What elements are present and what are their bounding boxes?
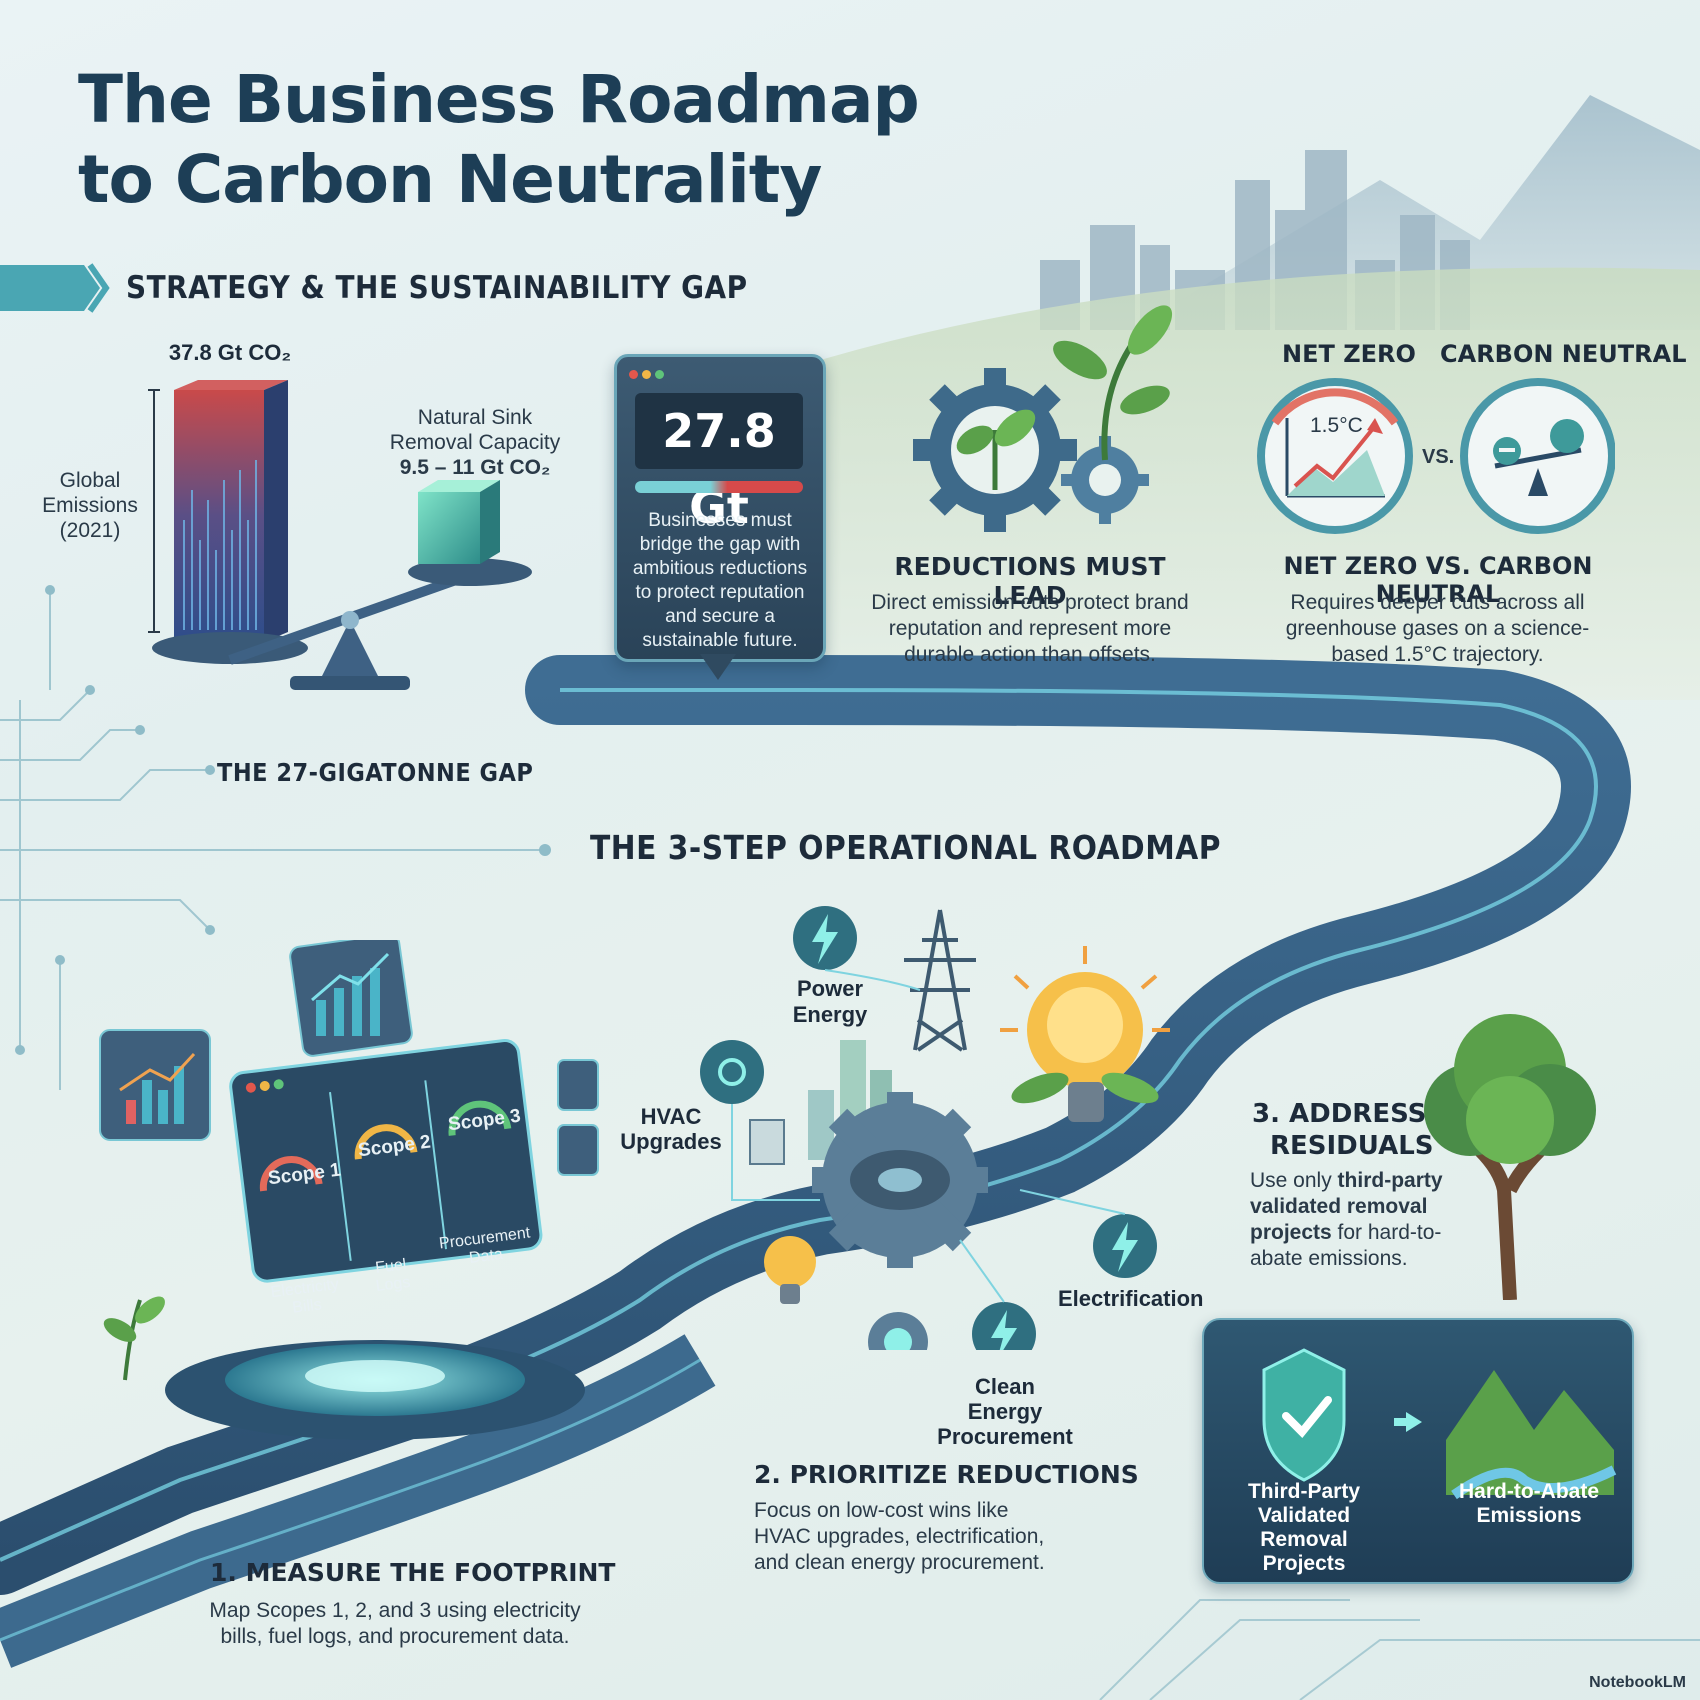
gap-callout-card: 27.8 Gt Businesses must bridge the gap w… [614, 354, 826, 662]
global-label-line-1: Global [59, 469, 121, 492]
step3-heading-line-1: 3. ADDRESS [1252, 1099, 1427, 1129]
reductions-body: Direct emission cuts protect brand reput… [871, 591, 1189, 666]
step3-body-end: for hard-to-abate emissions. [1250, 1221, 1442, 1270]
step3-heading: 3. ADDRESS RESIDUALS [1252, 1098, 1434, 1162]
step3-body: Use only third-party validated removal p… [1250, 1168, 1445, 1272]
step1-body: Map Scopes 1, 2, and 3 using electricity… [209, 1599, 581, 1648]
carbon-neutral-label: CARBON NEUTRAL [1440, 340, 1687, 368]
step3-body-bold: third-party validated removal projects [1250, 1169, 1443, 1244]
window-dots [629, 366, 668, 384]
callout-text: Businesses must bridge the gap with ambi… [632, 510, 808, 651]
netzero-heading: NET ZERO VS. CARBON NEUTRAL [1283, 552, 1593, 608]
electrification-label: Electrification [1058, 1286, 1204, 1311]
measure-dashboard-illustration [99, 940, 599, 1440]
global-emissions-value: 37.8 Gt CO₂ [168, 340, 292, 365]
gap-label: THE 27-GIGATONNE GAP [217, 758, 534, 787]
natural-sink-label: Natural Sink Removal Capacity 9.5 – 11 G… [380, 405, 570, 480]
residuals-panel-art [1262, 1348, 1617, 1500]
global-emissions-label: Global Emissions (2021) [30, 468, 150, 543]
step3-body-start: Use only [1250, 1169, 1338, 1192]
page-title: The Business Roadmap to Carbon Neutralit… [78, 60, 978, 220]
roadmap-heading: THE 3-STEP OPERATIONAL ROADMAP [590, 828, 1221, 867]
temperature-label: 1.5°C [1310, 414, 1363, 437]
step1-heading: 1. MEASURE THE FOOTPRINT [210, 1558, 616, 1587]
power-energy-label: Power Energy [792, 976, 868, 1027]
emissions-balance-illustration [148, 380, 532, 690]
netzero-vs-neutral-icons [1257, 378, 1615, 534]
tree-icon [1424, 1014, 1596, 1300]
brand-label: NotebookLM [1589, 1674, 1686, 1691]
step2-heading: 2. PRIORITIZE REDUCTIONS [754, 1460, 1139, 1489]
clean-energy-label: Clean Energy Procurement [937, 1374, 1073, 1449]
netzero-body: Requires deeper cuts across all greenhou… [1285, 591, 1590, 666]
hvac-label: HVAC Upgrades [620, 1104, 722, 1154]
gap-value: 27.8 Gt [635, 393, 803, 534]
title-line-2: to Carbon Neutrality [78, 141, 822, 218]
vs-label: VS. [1422, 446, 1455, 468]
panel-label-emissions: Hard-to-Abate Emissions [1459, 1480, 1599, 1527]
reductions-illustration [700, 906, 1170, 1350]
callout-tail [700, 654, 736, 680]
sink-value: 9.5 – 11 Gt CO₂ [399, 456, 551, 479]
strategy-heading: STRATEGY & THE SUSTAINABILITY GAP [126, 270, 748, 306]
residuals-panel: Third-Party Validated Removal Projects H… [1202, 1318, 1634, 1584]
gears-plant-icon [913, 305, 1173, 532]
step3-heading-line-2: RESIDUALS [1270, 1131, 1434, 1161]
global-label-line-3: (2021) [59, 519, 121, 542]
title-line-1: The Business Roadmap [78, 61, 920, 138]
scope-2-source: Fuel Logs [374, 1256, 412, 1295]
panel-label-projects: Third-Party Validated Removal Projects [1247, 1480, 1360, 1575]
sink-label-line-2: Removal Capacity [389, 431, 561, 454]
step2-body: Focus on low-cost wins like HVAC upgrade… [754, 1499, 1045, 1574]
global-label-line-2: Emissions [42, 494, 138, 517]
net-zero-label: NET ZERO [1282, 340, 1416, 368]
sink-label-line-1: Natural Sink [417, 406, 533, 429]
gap-bar [635, 481, 803, 493]
reductions-heading: REDUCTIONS MUST LEAD [894, 552, 1166, 610]
